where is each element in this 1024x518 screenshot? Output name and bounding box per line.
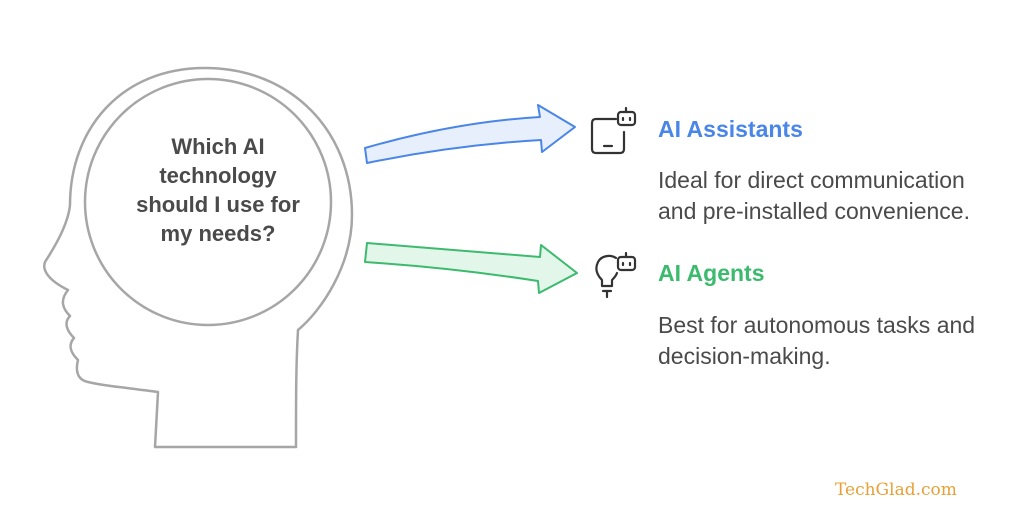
thought-circle bbox=[83, 77, 333, 327]
question-line: Which AI bbox=[171, 134, 265, 159]
assistants-title: AI Assistants bbox=[658, 116, 803, 142]
agents-title: AI Agents bbox=[658, 260, 765, 286]
assistant-arrow bbox=[364, 104, 576, 164]
agent-arrow bbox=[364, 242, 578, 294]
lightbulb-robot-icon bbox=[595, 251, 637, 299]
central-question: Which AI technology should I use for my … bbox=[118, 132, 318, 248]
watermark: TechGlad.com bbox=[835, 480, 957, 500]
assistants-description: Ideal for direct communication and pre-i… bbox=[658, 167, 970, 224]
agents-description: Best for autonomous tasks and decision-m… bbox=[658, 312, 976, 369]
tablet-robot-icon bbox=[590, 106, 637, 155]
question-line: my needs? bbox=[160, 221, 276, 246]
head-silhouette bbox=[43, 66, 354, 449]
question-line: should I use for bbox=[136, 192, 300, 217]
question-line: technology bbox=[159, 163, 277, 188]
